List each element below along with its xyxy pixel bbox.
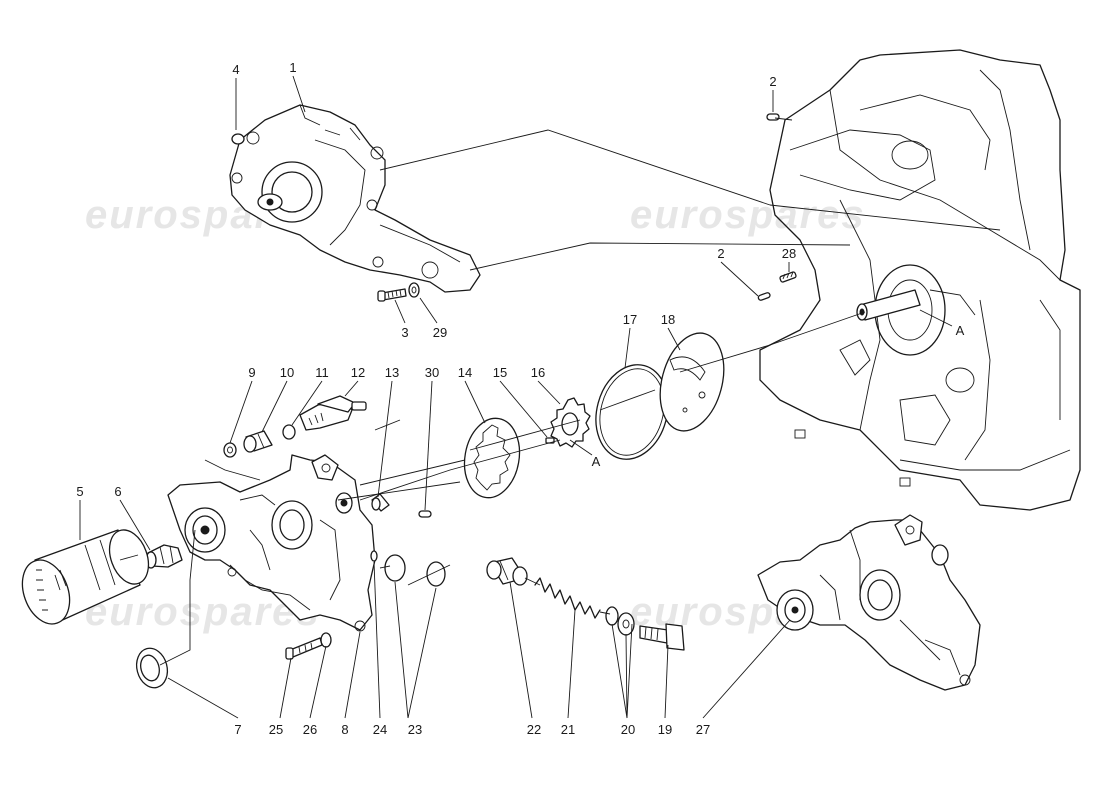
o-ring-part-24: [370, 550, 378, 562]
washer-part-9: [223, 442, 237, 458]
dowel-part-30: [418, 510, 432, 518]
o-ring-part-17: [595, 364, 669, 460]
label-part-28: 28: [782, 246, 796, 261]
label-part-30: 30: [425, 365, 439, 380]
label-ref-a-gear: A: [592, 454, 601, 469]
engine-block: [759, 49, 1081, 511]
label-part-8: 8: [341, 722, 348, 737]
bolt-part-25: [285, 637, 323, 660]
relief-valve-part-22: [486, 557, 528, 586]
label-part-24: 24: [373, 722, 387, 737]
watermark-layer: eurospares eurospares eurospares eurospa…: [85, 193, 866, 634]
label-part-20: 20: [621, 722, 635, 737]
water-pump-part-1: [229, 104, 481, 293]
label-ref-a-block: A: [956, 323, 965, 338]
pin-part-2-lower: [757, 292, 771, 301]
label-part-2-lower: 2: [717, 246, 724, 261]
label-part-15: 15: [493, 365, 507, 380]
pressure-sender-part-12: [299, 395, 367, 431]
pump-drive-shaft: [856, 289, 921, 321]
plug-part-19: [639, 623, 685, 651]
label-part-26: 26: [303, 722, 317, 737]
oil-filter-part-5: [21, 529, 150, 625]
oil-pump-assembly-part-27: [757, 514, 981, 691]
oil-pump-body-part-8: [167, 454, 376, 632]
label-part-27: 27: [696, 722, 710, 737]
assembly-lines: [119, 117, 1001, 666]
label-part-11: 11: [315, 365, 329, 380]
label-part-12: 12: [351, 365, 365, 380]
watermark-top-right: eurospares: [630, 193, 866, 237]
outer-rotor-part-14: [463, 417, 521, 499]
stud-part-28: [779, 271, 797, 283]
label-part-18: 18: [661, 312, 675, 327]
label-part-3: 3: [401, 325, 408, 340]
washer-part-26: [320, 632, 332, 648]
bolt-part-3: [377, 288, 407, 302]
seal-ring-part-7: [135, 647, 169, 689]
nipple-part-6: [145, 544, 183, 569]
label-part-23: 23: [408, 722, 422, 737]
label-part-4: 4: [232, 62, 239, 77]
label-part-17: 17: [623, 312, 637, 327]
label-part-2-top: 2: [769, 74, 776, 89]
o-ring-part-23-b: [426, 561, 446, 587]
label-part-6: 6: [114, 484, 121, 499]
washer-part-29: [408, 282, 420, 298]
label-part-22: 22: [527, 722, 541, 737]
sleeve-part-13: [371, 493, 390, 512]
label-part-25: 25: [269, 722, 283, 737]
label-part-29: 29: [433, 325, 447, 340]
spring-part-21: [534, 577, 601, 619]
label-part-10: 10: [280, 365, 294, 380]
part-labels: 4 1 3 29 2 2 28 A 9 10 11 12 13 30 14 15…: [76, 60, 964, 737]
washer-part-11: [282, 424, 296, 440]
pin-part-2-top: [766, 113, 780, 121]
label-part-19: 19: [658, 722, 672, 737]
label-part-13: 13: [385, 365, 399, 380]
label-part-5: 5: [76, 484, 83, 499]
label-part-16: 16: [531, 365, 545, 380]
label-part-9: 9: [248, 365, 255, 380]
leader-lines: [79, 75, 953, 719]
label-part-1: 1: [289, 60, 296, 75]
label-part-7: 7: [234, 722, 241, 737]
label-part-21: 21: [561, 722, 575, 737]
washer-part-20-a: [605, 606, 619, 626]
washer-part-4: [231, 133, 245, 145]
adapter-part-10: [243, 430, 273, 453]
o-ring-part-23-a: [384, 554, 406, 582]
label-part-14: 14: [458, 365, 472, 380]
cover-plate-part-18: [659, 332, 725, 432]
